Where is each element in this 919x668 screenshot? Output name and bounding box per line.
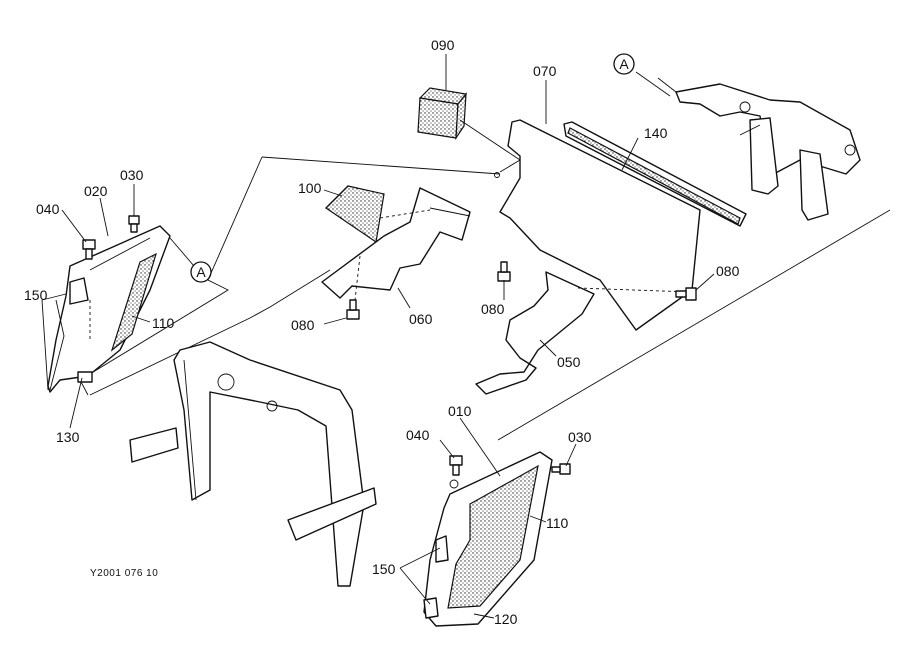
callout-060: 060 — [409, 311, 433, 327]
part-020-left-side-cover — [47, 225, 171, 393]
callout-120: 120 — [494, 611, 518, 627]
part-050-bracket — [475, 271, 691, 395]
part-100-block — [325, 185, 385, 244]
callout-110-left: 110 — [152, 315, 175, 331]
bolt-040-top-icon — [82, 239, 96, 260]
reference-label-a-left: A — [196, 264, 206, 280]
leader-lines — [41, 54, 715, 619]
drawing-code: Y2001 076 10 — [90, 568, 158, 579]
callout-labels: 090 070 140 100 030 020 040 150 110 080 … — [24, 37, 740, 627]
bolt-030-top-icon — [128, 215, 140, 233]
callout-020: 020 — [84, 183, 108, 199]
callout-130: 130 — [56, 429, 80, 445]
part-roll-frame — [129, 341, 377, 587]
reference-mark-a-left: A — [190, 261, 212, 283]
callout-030-top: 030 — [120, 167, 144, 183]
mounting-plane-outline — [79, 156, 891, 441]
callout-110-right: 110 — [546, 515, 569, 531]
part-070-rear-panel — [494, 119, 701, 331]
bolt-080-left-icon — [346, 299, 360, 320]
part-010-right-side-cover — [423, 451, 553, 627]
callout-010: 010 — [448, 403, 472, 419]
callout-070: 070 — [533, 63, 557, 79]
callout-040-top: 040 — [36, 201, 60, 217]
bolt-080-mid-icon — [497, 261, 511, 282]
callout-080-right: 080 — [716, 263, 740, 279]
bolts — [82, 215, 697, 476]
callout-080-left: 080 — [291, 317, 315, 333]
part-090-cushion — [417, 87, 521, 173]
callout-150-left: 150 — [24, 287, 48, 303]
bolt-040-bottom-icon — [449, 455, 463, 476]
callout-140: 140 — [644, 125, 668, 141]
callout-150-right: 150 — [372, 561, 396, 577]
callout-030-bottom: 030 — [568, 429, 592, 445]
part-top-right-frame — [657, 77, 861, 221]
part-140-rubber-strip — [563, 121, 747, 227]
callout-050: 050 — [557, 354, 581, 370]
bolt-080-right-icon — [675, 287, 697, 301]
part-060-bracket — [321, 187, 471, 301]
reference-mark-a-top: A — [613, 53, 635, 75]
callout-080-mid: 080 — [481, 301, 505, 317]
callout-040-bottom: 040 — [406, 427, 430, 443]
callout-090: 090 — [431, 37, 455, 53]
reference-label-a-top: A — [619, 56, 629, 72]
bolt-030-bottom-icon — [551, 463, 571, 475]
callout-100: 100 — [298, 180, 322, 196]
